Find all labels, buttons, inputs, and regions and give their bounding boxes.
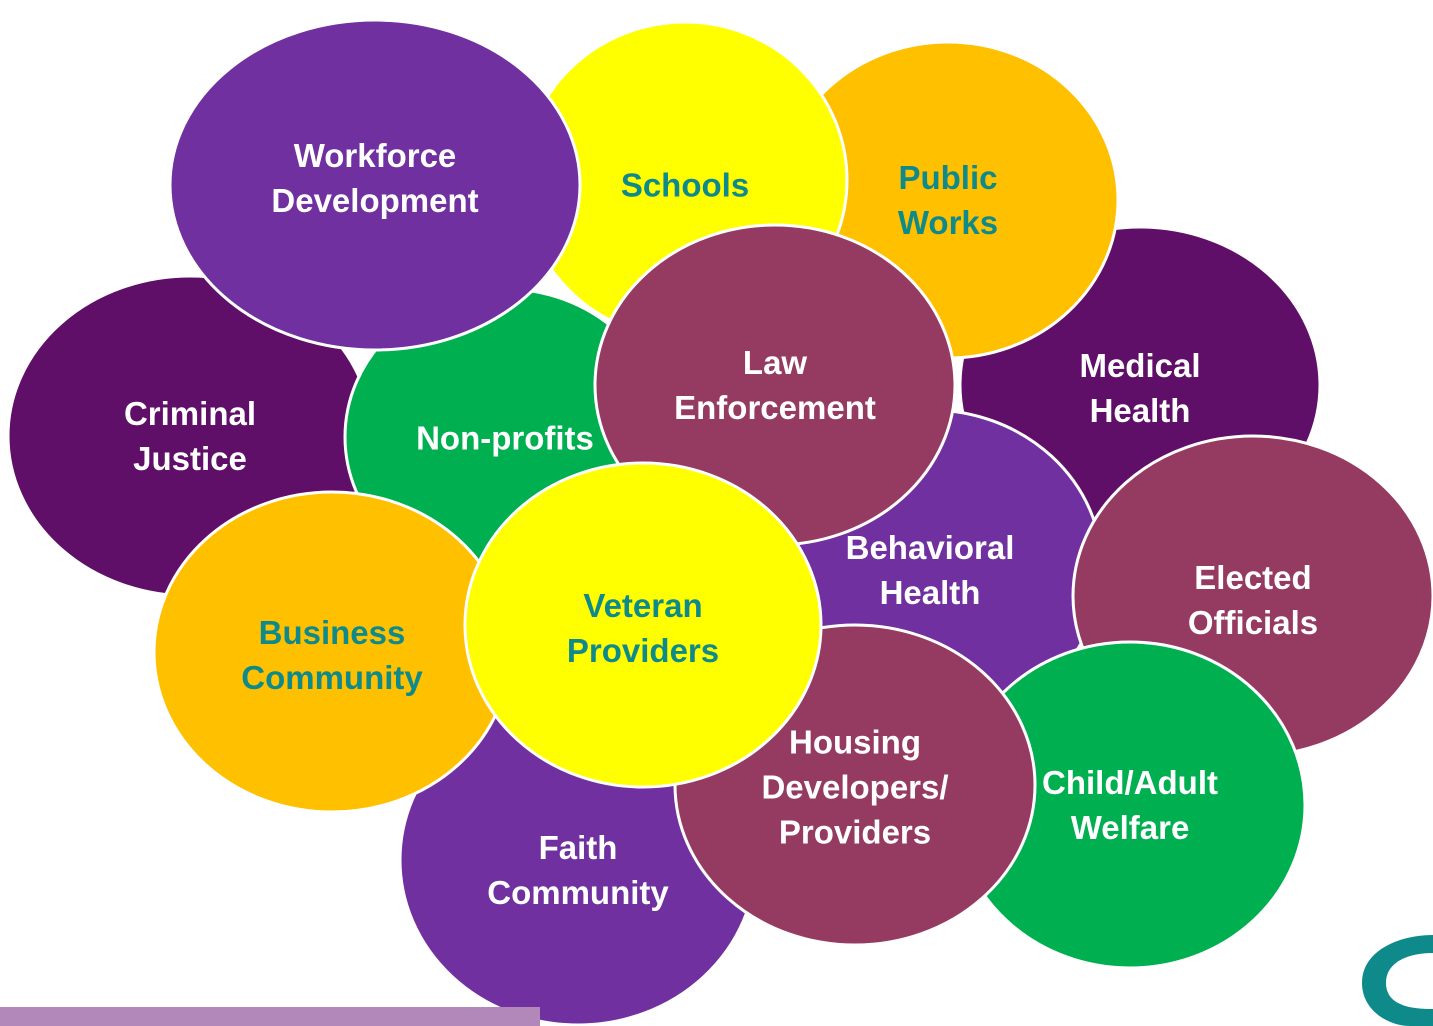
bubble-label-line: Elected bbox=[1194, 559, 1311, 596]
bubble-label-line: Behavioral bbox=[846, 529, 1015, 566]
bubble-label-line: Works bbox=[898, 204, 998, 241]
bubble-label-line: Health bbox=[1090, 392, 1191, 429]
bubble-shape-business-community bbox=[152, 490, 512, 814]
bottom-accent-bar bbox=[0, 1007, 540, 1026]
bubble-label-line: Schools bbox=[621, 167, 749, 204]
bubble-shape-veteran-providers bbox=[463, 461, 823, 789]
bubble-label-schools: Schools bbox=[621, 167, 749, 204]
bubble-shape-workforce-development bbox=[168, 18, 582, 352]
bubble-label-line: Faith bbox=[539, 829, 618, 866]
bubble-label-line: Community bbox=[241, 659, 423, 696]
bubble-label-line: Officials bbox=[1188, 604, 1318, 641]
bubble-label-line: Medical bbox=[1079, 347, 1200, 384]
bubble-label-line: Criminal bbox=[124, 395, 256, 432]
bubble-label-line: Child/Adult bbox=[1042, 764, 1218, 801]
bubble-label-line: Justice bbox=[133, 440, 247, 477]
bubble-label-line: Veteran bbox=[583, 587, 702, 624]
bubble-label-line: Public bbox=[898, 159, 997, 196]
bubble-label-line: Workforce bbox=[294, 137, 457, 174]
bubble-label-line: Enforcement bbox=[674, 389, 876, 426]
bubble-label-line: Community bbox=[487, 874, 669, 911]
bubble-label-line: Non-profits bbox=[416, 420, 594, 457]
logo-icon bbox=[1362, 935, 1433, 1026]
bubble-label-line: Providers bbox=[567, 632, 719, 669]
bubble-label-line: Law bbox=[743, 344, 808, 381]
bubble-label-line: Health bbox=[880, 574, 981, 611]
bubble-label-line: Welfare bbox=[1071, 809, 1190, 846]
bubble-label-non-profits: Non-profits bbox=[416, 420, 594, 457]
bubble-label-line: Housing bbox=[789, 724, 921, 761]
bubble-label-line: Providers bbox=[779, 814, 931, 851]
bubble-label-line: Business bbox=[259, 614, 406, 651]
bubble-label-line: Development bbox=[271, 182, 478, 219]
bubble-label-line: Developers/ bbox=[761, 769, 948, 806]
